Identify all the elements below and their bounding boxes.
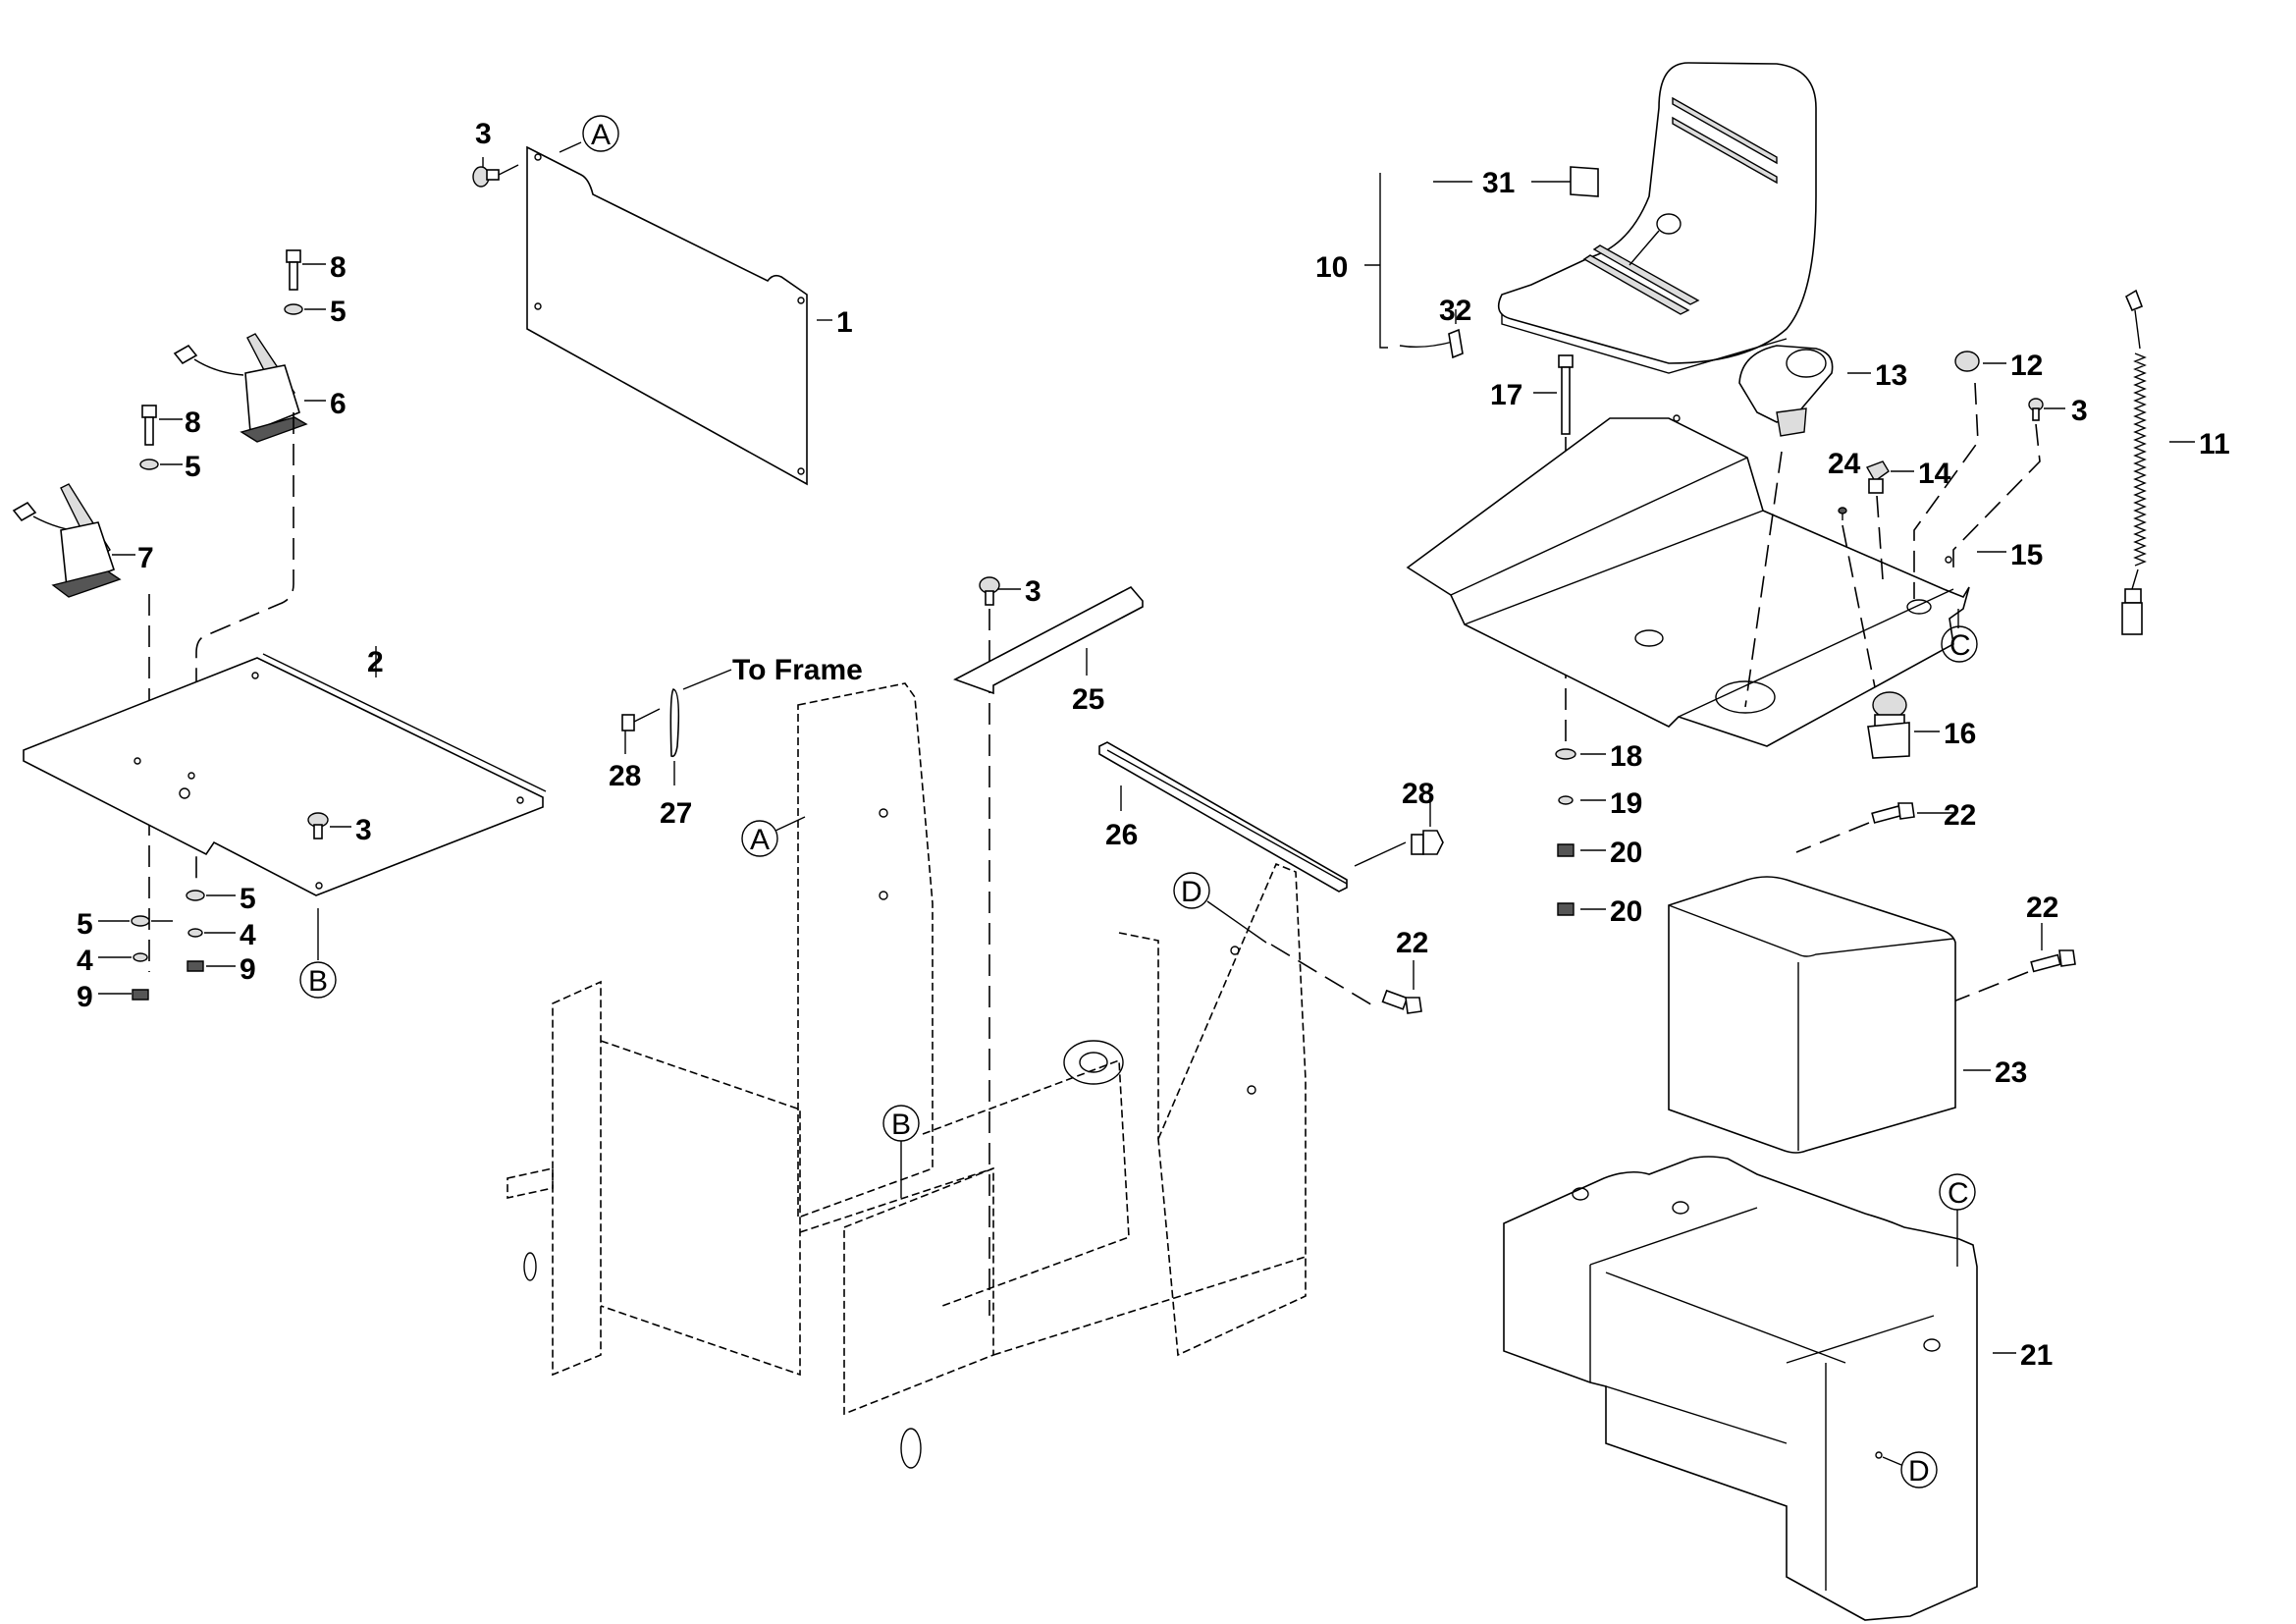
- callout-32: 32: [1439, 295, 1471, 327]
- part-25-bracket-group: 3 25: [953, 575, 1144, 1316]
- callout-23: 23: [1995, 1056, 2027, 1089]
- callout-12: 12: [2010, 350, 2043, 382]
- callout-25: 25: [1072, 683, 1104, 716]
- callout-21: 21: [2020, 1339, 2053, 1372]
- callout-22c: 22: [2026, 892, 2058, 924]
- part-22-bolt-cover-side: 22: [1952, 892, 2076, 1002]
- ref-marker-c2: C: [1948, 1177, 1969, 1210]
- callout-4b: 4: [240, 919, 256, 951]
- frame-ref-a: A: [741, 816, 806, 857]
- part-3-screw-right: 3: [1952, 395, 2088, 574]
- ref-marker-b2: B: [891, 1109, 911, 1141]
- callout-20b: 20: [1610, 895, 1642, 928]
- ref-marker-c: C: [1949, 629, 1971, 662]
- tray-ref-d: D: [1875, 1451, 1938, 1489]
- part-14-switch: 14: [1865, 458, 1951, 580]
- callout-19: 19: [1610, 787, 1642, 820]
- callout-11: 11: [2199, 428, 2230, 460]
- part-16-emergency-stop: 16: [1867, 691, 1976, 759]
- callout-17: 17: [1490, 379, 1522, 411]
- callout-27: 27: [660, 797, 692, 830]
- callout-15: 15: [2010, 539, 2043, 571]
- part-2-floor-plate: 2: [23, 646, 547, 896]
- ref-marker-a: A: [591, 119, 611, 151]
- callout-24: 24: [1828, 448, 1861, 480]
- part-21-battery-tray: 21: [1503, 1156, 2053, 1621]
- callout-6: 6: [330, 388, 347, 420]
- ref-marker-b: B: [308, 965, 328, 998]
- callout-1: 1: [836, 306, 853, 339]
- callout-5: 5: [330, 296, 347, 328]
- part-26-angle-bar: 26: [1098, 741, 1348, 893]
- callout-7: 7: [137, 542, 154, 574]
- callout-3c: 3: [1025, 575, 1041, 608]
- callout-3: 3: [475, 118, 492, 150]
- part-7-foot-pedal-group: 8 5 7: [12, 405, 201, 598]
- part-22-bolt-frame: D 22: [1173, 872, 1428, 1014]
- tray-ref-c: C: [1939, 1173, 1976, 1267]
- callout-8b: 8: [185, 406, 201, 439]
- to-frame-note: To Frame: [732, 654, 863, 686]
- hardware-stack-right: 5 4 9: [186, 883, 256, 986]
- hardware-stack-left: 5 4 9: [77, 908, 173, 1013]
- callout-3b: 3: [355, 814, 372, 846]
- callout-9: 9: [77, 981, 93, 1013]
- callout-5d: 5: [240, 883, 256, 915]
- callout-26: 26: [1105, 819, 1138, 851]
- part-24-screw: 24: [1828, 448, 1876, 688]
- callout-8: 8: [330, 251, 347, 284]
- part-11-coiled-cable: 11: [2121, 289, 2230, 635]
- callout-14: 14: [1918, 458, 1951, 490]
- ref-marker-d: D: [1181, 876, 1202, 908]
- part-10-seat-assembly: 31 10 32: [1315, 62, 1817, 374]
- part-1-rear-panel: 1: [526, 145, 853, 486]
- callout-28b: 28: [1402, 778, 1434, 810]
- callout-20: 20: [1610, 837, 1642, 869]
- part-3-screw-floor: 3 B: [299, 812, 372, 999]
- part-12-plug: 12: [1913, 350, 2043, 599]
- deck-ref-c: C: [1941, 609, 1978, 663]
- part-15-seat-deck: 15: [1406, 414, 2043, 747]
- callout-5c: 5: [77, 908, 93, 941]
- callout-22: 22: [1396, 927, 1428, 959]
- callout-28: 28: [609, 760, 641, 792]
- part-13-cup-holder: 13: [1738, 345, 1907, 708]
- callout-3d: 3: [2071, 395, 2088, 427]
- main-frame: [507, 682, 1307, 1469]
- callout-10: 10: [1315, 251, 1348, 284]
- part-22-bolt-cover-top: 22: [1795, 799, 1976, 853]
- callout-31: 31: [1482, 167, 1515, 199]
- part-17-bolt-stack: 17 18 19 20 20: [1490, 354, 1642, 928]
- part-27-ground-strap-group: 28 27 To Frame: [609, 654, 863, 830]
- part-28-bolt-right: 28: [1354, 778, 1444, 867]
- ref-marker-a2: A: [750, 824, 770, 856]
- callout-4: 4: [77, 945, 93, 977]
- part-23-cover: 23: [1668, 876, 2027, 1154]
- callout-22b: 22: [1944, 799, 1976, 832]
- callout-13: 13: [1875, 359, 1907, 392]
- callout-9b: 9: [240, 953, 256, 986]
- part-3-screw-top: 3 A: [472, 115, 619, 188]
- callout-2: 2: [367, 646, 384, 678]
- frame-ref-b: B: [882, 1105, 920, 1198]
- ref-marker-d2: D: [1908, 1455, 1930, 1488]
- callout-5b: 5: [185, 451, 201, 483]
- part-6-foot-pedal-group: 8 5 6: [173, 249, 347, 443]
- callout-18: 18: [1610, 740, 1642, 773]
- callout-16: 16: [1944, 718, 1976, 750]
